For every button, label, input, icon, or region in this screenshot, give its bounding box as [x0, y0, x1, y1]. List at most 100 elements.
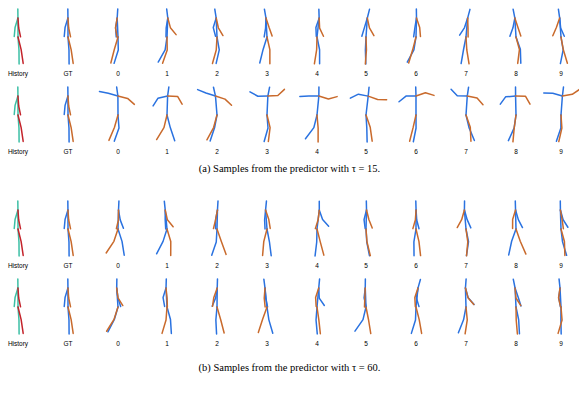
stick-figure	[509, 201, 526, 255]
limb-line	[116, 210, 118, 229]
limb-line	[264, 279, 267, 307]
limb-line	[115, 18, 117, 37]
limb-line	[267, 307, 273, 333]
limb-line	[212, 229, 217, 255]
sample-number: 9	[559, 70, 563, 77]
limb-line	[515, 288, 521, 306]
sample-number: 5	[364, 340, 368, 347]
limb-line	[163, 37, 168, 63]
limb-line	[264, 18, 266, 37]
limb-line	[213, 18, 216, 36]
limb-line	[516, 96, 530, 104]
row-label: History	[8, 148, 28, 155]
sample-number: 8	[514, 148, 518, 155]
limb-line	[64, 96, 68, 115]
sample-number: 3	[265, 148, 269, 155]
limb-line	[368, 96, 386, 100]
sample-number: 4	[315, 340, 319, 347]
limb-line	[544, 93, 563, 96]
limb-line	[399, 96, 416, 102]
limb-line	[407, 37, 416, 62]
limb-line	[212, 37, 217, 63]
stick-figure	[14, 87, 23, 142]
limb-line	[513, 210, 516, 229]
limb-line	[414, 18, 417, 37]
sample-number: 4	[315, 148, 319, 155]
limb-line	[559, 115, 562, 142]
limb-line	[267, 37, 270, 64]
limb-line	[18, 229, 23, 255]
limb-line	[319, 18, 323, 36]
stick-figure	[407, 9, 420, 63]
sample-number: 6	[414, 340, 418, 347]
limb-line	[364, 210, 366, 229]
stick-figure	[14, 201, 23, 256]
limb-line	[167, 115, 175, 141]
limb-line	[107, 307, 118, 331]
limb-line	[68, 307, 73, 333]
stick-figure	[413, 201, 421, 256]
limb-line	[515, 18, 521, 36]
limb-line	[466, 87, 469, 115]
limb-line	[213, 210, 217, 229]
sample-number: 6	[414, 70, 418, 77]
sample-number: 0	[116, 340, 120, 347]
limb-line	[466, 115, 471, 141]
stick-figure	[212, 279, 224, 334]
sample-number: 2	[215, 70, 219, 77]
stick-figure	[107, 279, 123, 332]
sample-number: 1	[165, 262, 169, 269]
limb-line	[315, 210, 319, 229]
limb-line	[366, 87, 369, 115]
limb-line	[18, 115, 23, 141]
limb-line	[559, 279, 561, 307]
limb-line	[516, 37, 521, 63]
stick-figure	[14, 279, 23, 334]
limb-line	[68, 96, 71, 115]
stick-figure	[355, 279, 371, 334]
limb-line	[553, 18, 560, 36]
limb-line	[365, 37, 367, 64]
sample-number: 2	[215, 148, 219, 155]
limb-line	[207, 115, 217, 140]
limb-line	[18, 288, 21, 307]
limb-line	[217, 307, 224, 333]
stick-figure	[350, 87, 386, 142]
limb-line	[68, 115, 73, 141]
limb-line	[366, 115, 372, 141]
limb-line	[162, 307, 167, 333]
stick-figure	[399, 87, 434, 142]
limb-line	[106, 229, 118, 253]
limb-line	[18, 307, 23, 333]
limb-line	[413, 210, 416, 229]
stick-figure	[158, 9, 176, 63]
stick-figure	[411, 279, 421, 333]
limb-line	[258, 307, 267, 333]
limb-line	[319, 96, 337, 99]
limb-line	[99, 92, 117, 96]
limb-line	[409, 37, 416, 63]
limb-line	[516, 37, 519, 63]
subfigure-caption: (b) Samples from the predictor with τ = …	[199, 362, 381, 375]
stick-figure	[460, 9, 470, 63]
limb-line	[461, 37, 466, 64]
sample-number: 6	[414, 148, 418, 155]
limb-line	[515, 87, 517, 115]
sample-number: 4	[315, 70, 319, 77]
limb-line	[561, 87, 563, 115]
limb-line	[513, 115, 516, 142]
column-label: GT	[63, 70, 72, 77]
column-label: GT	[63, 262, 72, 269]
limb-line	[118, 96, 134, 104]
sample-number: 0	[116, 148, 120, 155]
sample-number: 1	[165, 340, 169, 347]
sample-number: 3	[265, 70, 269, 77]
limb-line	[305, 115, 317, 139]
limb-line	[411, 307, 416, 333]
limb-line	[267, 87, 270, 115]
row-label: History	[8, 70, 28, 77]
limb-line	[317, 229, 324, 255]
limb-line	[559, 288, 561, 307]
sample-number: 5	[364, 148, 368, 155]
